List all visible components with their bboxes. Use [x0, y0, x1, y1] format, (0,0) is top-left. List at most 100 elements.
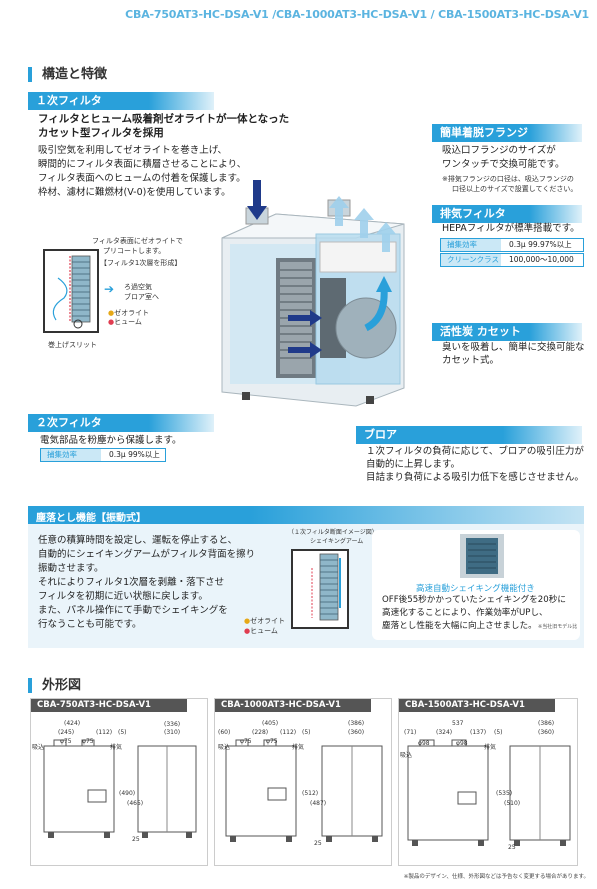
dim2-w: (405): [262, 720, 279, 727]
shake-section-diagram: [290, 548, 350, 630]
dim2-h: (512): [302, 790, 319, 797]
dim2-d: (386): [348, 720, 365, 727]
primary-filter-body: 吸引空気を利用してゼオライトを巻き上げ、 瞬間的にフィルタ表面に積層させることに…: [38, 145, 247, 198]
primary-filter-heading1: フィルタとヒューム吸着剤ゼオライトが一体となった: [38, 113, 290, 125]
shake-legend-zeolite: ●ゼオライト: [244, 617, 286, 625]
blower-body-1: １次フィルタの負荷に応じて、ブロアの吸引圧力が: [366, 446, 584, 457]
dim3-w5: (71): [404, 729, 417, 736]
dim1-foot: 25: [132, 836, 140, 843]
dims-footnote: ※製品のデザイン、仕様、外形図などは予告なく変更する場合があります。: [403, 874, 589, 880]
shake-bar-bg: [28, 506, 584, 524]
shake-auto-body-1: OFF後55秒かかっていたシェイキングを20秒に: [382, 595, 566, 605]
flange-body-2: ワンタッチで交換可能です。: [442, 159, 565, 170]
carbon-body-2: カセット式。: [442, 355, 500, 366]
legend-zeolite: ●ゼオライト: [108, 309, 150, 317]
flange-note-2: 口径以上のサイズで設置してください。: [452, 185, 578, 193]
primary-filter-heading2: カセット型フィルタを採用: [38, 127, 164, 139]
dim2-w4: (5): [302, 729, 311, 736]
zeolite-dot-icon: ●: [108, 309, 115, 317]
dim3-h2: (510): [504, 800, 521, 807]
dim2-side1: 吸込: [218, 744, 231, 751]
shake-legend-fume: ●ヒューム: [244, 627, 278, 635]
dim2-h2: (487): [310, 800, 327, 807]
to-blower-label2: ブロア室へ: [124, 293, 159, 301]
shake-body: 任意の積算時間を設定し、運転を停止すると、 自動的にシェイキングアームがフィルタ…: [38, 535, 256, 630]
fume-dot-icon: ●: [108, 318, 115, 326]
product-cutaway-illustration: [216, 178, 412, 412]
diagram-note3: 【フィルタ1次層を形成】: [100, 259, 182, 267]
dim3-h: (535): [496, 790, 513, 797]
dim2-foot: 25: [314, 840, 322, 847]
dim1-w4: (5): [118, 729, 127, 736]
dim-drawing-3: [407, 739, 571, 846]
dim3-side2: 排気: [484, 744, 497, 751]
dim3-w: 537: [452, 720, 464, 727]
flange-note-1: ※排気フランジの口径は、吸込フランジの: [442, 175, 574, 183]
shake-auto-body-2: 高速化することにより、作業効率がUPし、: [382, 608, 548, 618]
dim2-d2: (360): [348, 729, 365, 736]
legend-fume: ●ヒューム: [108, 318, 142, 326]
dim1-side1: 吸込: [32, 744, 45, 751]
filter-section-diagram: [42, 248, 100, 334]
dim2-w2: (228): [252, 729, 269, 736]
dim2-w3: (112): [280, 729, 297, 736]
shake-auto-body-3: 塵落とし性能を大幅に向上させました。: [382, 621, 537, 631]
dim3-w3: (137): [470, 729, 487, 736]
dim3-w2: (324): [436, 729, 453, 736]
carbon-body-1: 臭いを吸着し、簡単に交換可能な: [442, 342, 585, 353]
dim-title-2: CBA-1000AT3-HC-DSA-V1: [215, 699, 371, 712]
dim3-phi2: φ98: [456, 740, 468, 747]
header-models: CBA-750AT3-HC-DSA-V1 /CBA-1000AT3-HC-DSA…: [125, 8, 589, 21]
diagram-note2: プリコートします。: [103, 247, 166, 255]
shake-auto-note: ※当社旧モデル比: [538, 624, 578, 630]
dim2-phi1: φ75: [240, 738, 252, 745]
slit-label: 巻上げスリット: [48, 341, 97, 349]
dim3-d2: (360): [538, 729, 555, 736]
dim1-phi1: φ75: [60, 738, 72, 745]
fume-dot-icon: ●: [244, 627, 251, 635]
dim1-d: (336): [164, 721, 181, 728]
dim1-phi2: φ75: [82, 738, 94, 745]
dim1-d2: (310): [164, 729, 181, 736]
dim1-w2: (245): [58, 729, 75, 736]
dim2-w5: (60): [218, 729, 231, 736]
dim3-phi1: φ98: [418, 740, 430, 747]
diagram-note1: フィルタ表面にゼオライトで: [92, 237, 183, 245]
secondary-filter-bar: ２次フィルタ: [28, 414, 214, 432]
section-title-structure: 構造と特徴: [28, 67, 107, 82]
dim1-side2: 排気: [110, 744, 123, 751]
dim2-phi2: φ75: [266, 738, 278, 745]
dim3-d: (386): [538, 720, 555, 727]
primary-filter-bar: １次フィルタ: [28, 92, 214, 110]
dim3-side1: 吸込: [400, 752, 413, 759]
dim-drawing-1: [43, 739, 197, 838]
dim-drawing-2: [225, 739, 383, 842]
dim-title-3: CBA-1500AT3-HC-DSA-V1: [399, 699, 555, 712]
flange-bar: 簡単着脱フランジ: [432, 124, 582, 142]
to-blower-label1: ろ過空気: [124, 283, 152, 291]
dim3-foot: 25: [508, 844, 516, 851]
dim1-w3: (112): [96, 729, 113, 736]
dim2-side2: 排気: [292, 744, 305, 751]
section-title-dims: 外形図: [28, 678, 81, 693]
secondary-body: 電気部品を粉塵から保護します。: [40, 435, 182, 446]
blower-body-2: 自動的に上昇します。: [366, 459, 461, 470]
shake-diagram-caption: （１次フィルタ断面イメージ図）: [288, 529, 378, 536]
dim-title-1: CBA-750AT3-HC-DSA-V1: [31, 699, 187, 712]
arrow-to-blower-icon: ➔: [104, 282, 115, 296]
blower-body-3: 目詰まり負荷による吸引力低下を感じさせません。: [366, 472, 584, 483]
dim1-w: (424): [64, 720, 81, 727]
dim3-w4: (5): [494, 729, 503, 736]
exhaust-body: HEPAフィルタが標準搭載です。: [442, 223, 580, 234]
shake-title: 塵落とし機能【振動式】: [36, 513, 146, 524]
shake-arm-label: シェイキングアーム: [310, 538, 364, 545]
shake-photo: [460, 534, 504, 578]
zeolite-dot-icon: ●: [244, 617, 251, 625]
dim1-h: (490): [119, 790, 136, 797]
shake-auto-title: 高速自動シェイキング機能付き: [416, 584, 535, 594]
blower-bar: ブロア: [356, 426, 582, 444]
dim1-h2: (465): [127, 800, 144, 807]
